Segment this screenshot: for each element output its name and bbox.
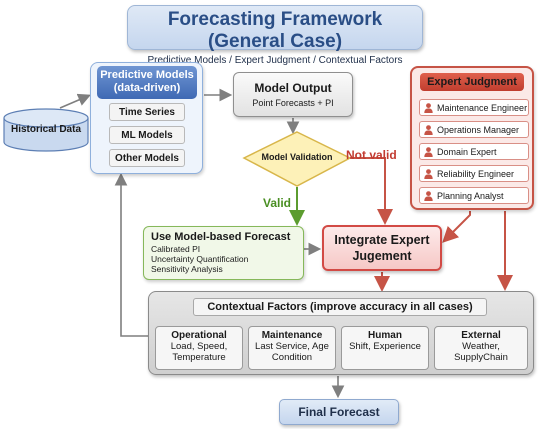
arrow-not-valid [350,157,393,225]
final-forecast-box: Final Forecast [279,399,399,425]
context-card-human: Human Shift, Experience [341,326,429,370]
not-valid-label: Not valid [346,148,397,162]
expert-name: Domain Expert [437,147,497,157]
integrate-line2: Jugement [352,249,412,263]
model-output-subtitle: Point Forecasts + PI [252,98,334,108]
expert-judgment-title: Expert Judgment [420,73,524,91]
page-subtitle: Predictive Models / Expert Judgment / Co… [147,55,403,66]
person-icon [424,169,433,179]
arrow-expert-to-integrate [442,211,471,243]
model-output-box: Model Output Point Forecasts + PI [233,72,353,117]
use-model-forecast-title: Use Model-based Forecast [151,231,291,243]
model-validation-diamond [242,131,352,187]
context-card-title: External [461,330,501,341]
contextual-factors-title: Contextual Factors (improve accuracy in … [193,298,487,316]
expert-reliability-engineer: Reliability Engineer [419,165,529,182]
arrow-feedback-to-models [114,172,148,337]
context-card-title: Human [368,330,402,341]
context-card-line2: Condition [271,352,313,363]
person-icon [424,103,433,113]
context-card-line1: Load, Speed, [170,341,228,352]
expert-domain-expert: Domain Expert [419,143,529,160]
page-title: Forecasting Framework (General Case) [167,9,383,52]
context-card-line2: SupplyChain [454,352,508,363]
context-card-operational: Operational Load, Speed, Temperature [155,326,243,370]
arrow-historical-to-models [59,93,91,109]
predictive-models-title: Predictive Models [100,69,194,81]
historical-data-label: Historical Data [10,124,82,135]
context-card-external: External Weather, SupplyChain [434,326,528,370]
expert-name: Operations Manager [437,125,520,135]
expert-planning-analyst: Planning Analyst [419,187,529,204]
use-forecast-line-uncertainty: Uncertainty Quantification [151,254,249,264]
title-box: Forecasting Framework (General Case) Pre… [127,5,423,66]
model-item-other-models: Other Models [109,149,185,167]
integrate-line1: Integrate Expert [334,233,430,247]
model-output-title: Model Output [254,81,332,95]
model-item-time-series: Time Series [109,103,185,121]
expert-name: Planning Analyst [437,191,504,201]
person-icon [424,147,433,157]
context-card-line2: Temperature [172,352,226,363]
context-card-line1: Last Service, Age [255,341,329,352]
model-item-ml-models: ML Models [109,126,185,144]
expert-name: Maintenance Engineer [437,103,528,113]
context-card-title: Operational [171,330,227,341]
predictive-models-box: Predictive Models (data-driven) Time Ser… [90,62,203,174]
context-card-title: Maintenance [261,330,323,341]
context-card-maintenance: Maintenance Last Service, Age Condition [248,326,336,370]
predictive-models-header: Predictive Models (data-driven) [97,66,197,99]
context-card-line1: Weather, [462,341,500,352]
valid-label: Valid [263,196,292,210]
person-icon [424,125,433,135]
use-forecast-line-calibrated-pi: Calibrated PI [151,244,201,254]
predictive-models-subtitle: (data-driven) [113,82,181,94]
use-model-forecast-box: Use Model-based Forecast Calibrated PI U… [143,226,304,280]
expert-judgment-box: Expert Judgment Maintenance Engineer Ope… [410,66,534,210]
use-forecast-line-sensitivity: Sensitivity Analysis [151,264,223,274]
integrate-expert-box: Integrate Expert Jugement [322,225,442,271]
model-validation-label: Model Validation [261,152,333,162]
context-card-line1: Shift, Experience [349,341,421,352]
historical-data-cylinder [3,108,89,152]
contextual-factors-box: Contextual Factors (improve accuracy in … [148,291,534,375]
expert-name: Reliability Engineer [437,169,515,179]
expert-maintenance-engineer: Maintenance Engineer [419,99,529,116]
expert-operations-manager: Operations Manager [419,121,529,138]
person-icon [424,191,433,201]
